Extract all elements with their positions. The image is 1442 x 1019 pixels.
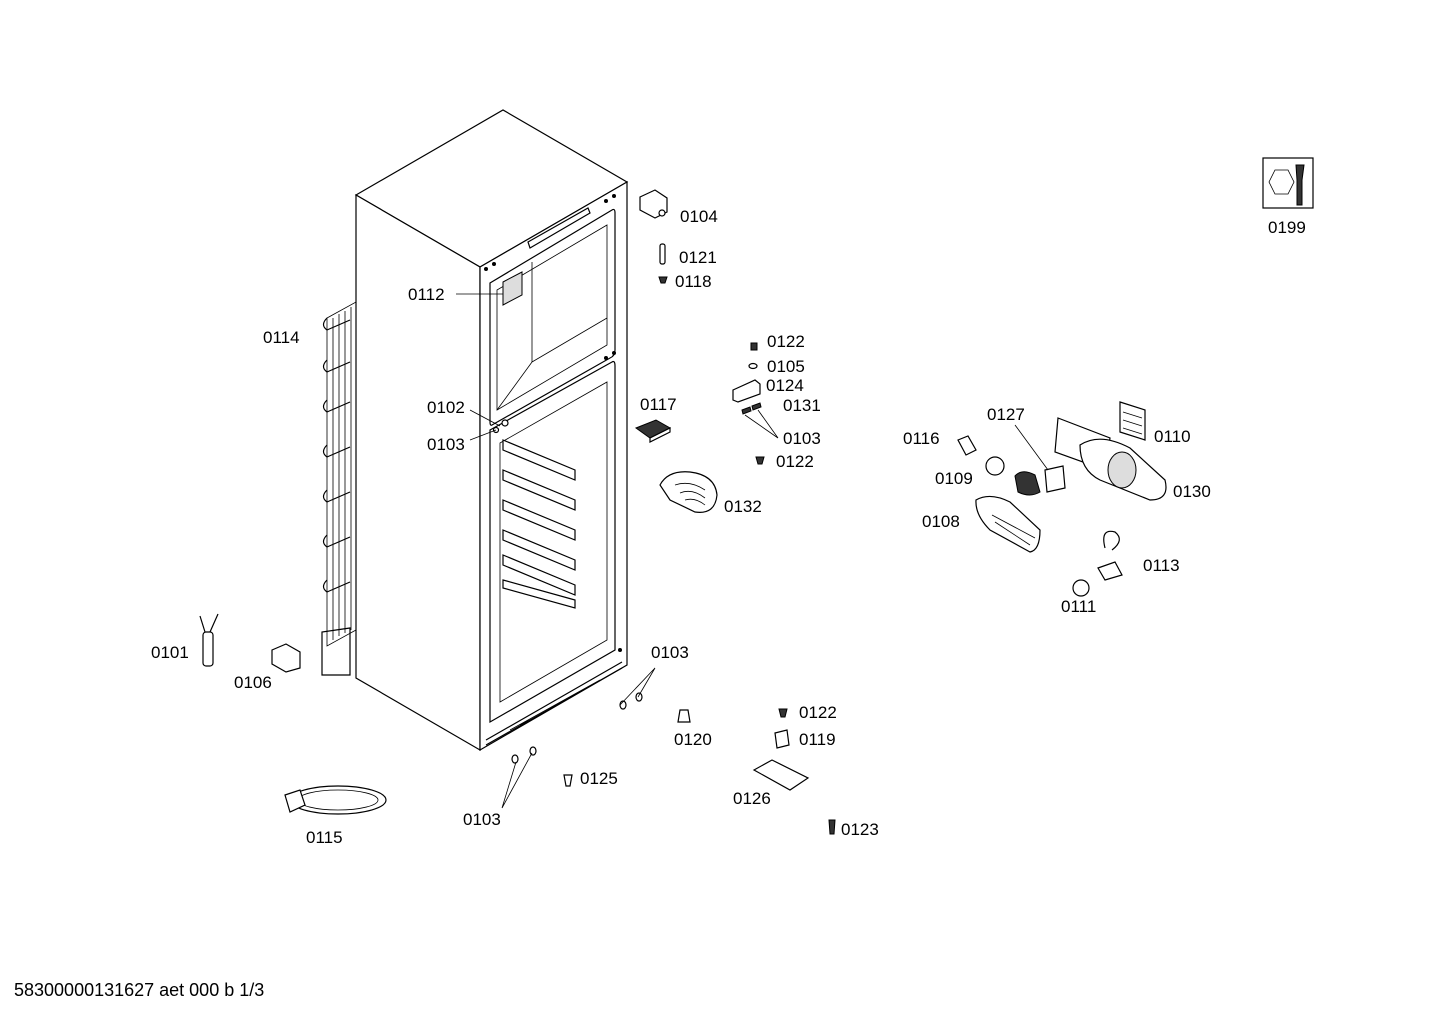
power-cord-icon: [284, 785, 387, 815]
label-0111: 0111: [1061, 597, 1096, 616]
label-0104: 0104: [680, 207, 718, 226]
wrench-nut-icon: [1262, 157, 1314, 209]
label-0124: 0124: [766, 376, 804, 395]
bushing-icon: [774, 729, 790, 749]
document-footer: 58300000131627 aet 000 b 1/3: [14, 980, 265, 1000]
pin-icon: [828, 819, 836, 835]
label-0116: 0116: [903, 429, 940, 448]
label-0122: 0122: [767, 332, 805, 351]
label-0122: 0122: [776, 452, 814, 471]
bracket-icon: [732, 379, 761, 403]
washer-icon: [511, 754, 519, 764]
sensor-icon: [1097, 530, 1123, 581]
screw-icon: [751, 402, 762, 411]
hinge-bottom-icon: [752, 759, 810, 791]
label-0106: 0106: [234, 673, 272, 692]
capacitor-icon: [199, 613, 219, 667]
label-0102: 0102: [427, 398, 465, 417]
label-0112: 0112: [408, 285, 445, 304]
label-0103: 0103: [783, 429, 821, 448]
label-0122: 0122: [799, 703, 837, 722]
label-0199: 0199: [1268, 218, 1306, 237]
fan-housing-icon: [659, 471, 718, 513]
washer-icon: [748, 362, 758, 370]
label-0105: 0105: [767, 357, 805, 376]
thermostat-icon: [1014, 465, 1066, 496]
screw-icon: [750, 342, 758, 351]
label-0115: 0115: [306, 828, 343, 847]
label-0103: 0103: [427, 435, 465, 454]
condenser-coil: [321, 301, 357, 676]
label-0130: 0130: [1173, 482, 1211, 501]
louvre-icon: [1119, 401, 1146, 441]
label-0121: 0121: [679, 248, 717, 267]
label-0127: 0127: [987, 405, 1025, 424]
cover-icon: [634, 419, 672, 439]
label-0101: 0101: [151, 643, 189, 662]
lamp-icon: [957, 435, 977, 456]
label-0126: 0126: [733, 789, 771, 808]
knob-icon: [985, 456, 1005, 476]
screw-icon: [563, 774, 573, 787]
label-0114: 0114: [263, 328, 300, 347]
screw-icon: [755, 456, 765, 465]
hinge-top-icon: [639, 189, 668, 219]
label-0117: 0117: [640, 395, 677, 414]
label-0123: 0123: [841, 820, 879, 839]
label-0120: 0120: [674, 730, 712, 749]
lamp-cover-icon: [975, 495, 1041, 553]
screw-icon: [658, 276, 668, 284]
cabinet: [354, 109, 629, 752]
shelf-rails: [502, 439, 576, 609]
clip-icon: [271, 643, 301, 673]
label-0103: 0103: [463, 810, 501, 829]
lamp-housing-icon: [1054, 417, 1167, 501]
washer-icon: [635, 692, 643, 702]
label-0110: 0110: [1154, 427, 1191, 446]
screw-icon: [741, 406, 752, 415]
label-0118: 0118: [675, 272, 712, 291]
foot-icon: [677, 709, 691, 723]
label-0113: 0113: [1143, 556, 1180, 575]
callout-labels: 0104 0121 0118 0112 0114 0122 0105 0124 …: [151, 207, 1306, 847]
label-0109: 0109: [935, 469, 973, 488]
washer-icon: [529, 746, 537, 756]
label-0119: 0119: [799, 730, 836, 749]
label-0131: 0131: [783, 396, 821, 415]
screw-icon: [778, 708, 788, 718]
label-0132: 0132: [724, 497, 762, 516]
screw-icon: [501, 419, 509, 427]
bulb-icon: [1072, 579, 1090, 597]
leader-lines: [456, 293, 1049, 809]
label-0103: 0103: [651, 643, 689, 662]
pin-icon: [659, 243, 666, 265]
label-0125: 0125: [580, 769, 618, 788]
label-0108: 0108: [922, 512, 960, 531]
